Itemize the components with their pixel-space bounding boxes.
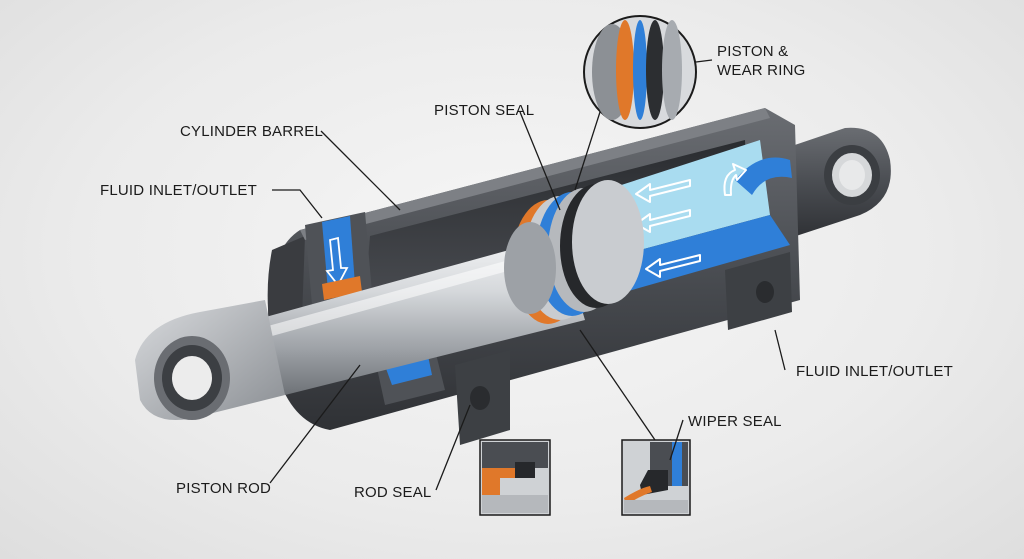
label-piston-wear-ring-line1: PISTON &	[717, 43, 788, 60]
label-cylinder-barrel: CYLINDER BARREL	[180, 122, 323, 141]
label-piston-seal: PISTON SEAL	[434, 101, 534, 120]
rod-eye	[135, 300, 285, 420]
label-fluid-inlet-right: FLUID INLET/OUTLET	[796, 362, 953, 381]
label-rod-seal: ROD SEAL	[354, 483, 431, 502]
inset-piston-wear-ring	[584, 16, 696, 128]
label-fluid-inlet-left: FLUID INLET/OUTLET	[100, 181, 257, 200]
inset-rod-seal	[480, 440, 550, 515]
label-wiper-seal: WIPER SEAL	[688, 412, 782, 431]
label-piston-wear-ring-line2: WEAR RING	[717, 61, 805, 80]
label-piston-wear-ring: PISTON & WEAR RING	[717, 42, 805, 80]
label-piston-rod: PISTON ROD	[176, 479, 271, 498]
inset-wiper-seal	[622, 440, 690, 515]
